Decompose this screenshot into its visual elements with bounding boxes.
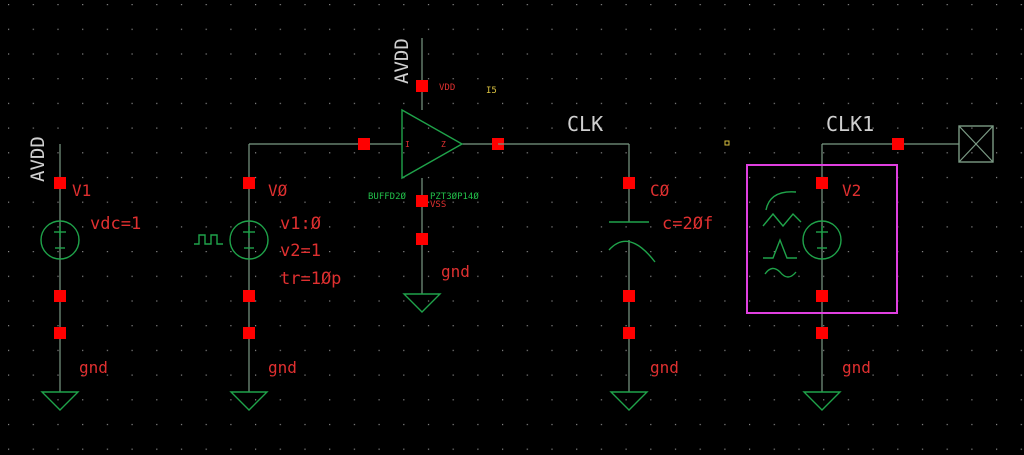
v1-pin-plus[interactable] [54,177,66,189]
v2-source[interactable]: CLK1 V2 gnd [746,112,959,411]
v0-gnd-symbol [229,391,269,411]
origin-marker [724,140,730,146]
clk-net-label: CLK [567,112,603,136]
v0-gnd-label: gnd [268,358,297,377]
c0-gnd-symbol [609,391,649,411]
buffer-cell-name-tail: PZT3ØP14Ø [430,191,479,202]
buffer-vdd-pin-label: VDD [439,83,455,93]
buffer-cell-name: BUFFD2Ø [368,191,407,202]
v1-symbol [40,220,80,260]
v0-param-tr: tr=1Øp [280,269,341,289]
v0-pulse-source[interactable]: VØ v1:Ø v2=1 tr=1Øp gnd [194,143,364,411]
clk1-net-label: CLK1 [826,112,874,136]
c0-param: c=2Øf [662,214,713,234]
output-port-cross-b [958,125,994,163]
buffer-vdd-pin[interactable] [416,80,428,92]
buffer-triangle [401,108,464,180]
output-port[interactable] [958,125,994,163]
sine-waveform-icon [764,267,797,278]
buffer-i5[interactable]: AVDD VDD I5 I Z BUFFD2Ø PZT3ØP14Ø VSS gn… [358,38,504,313]
v2-gnd-label: gnd [842,358,871,377]
v0-param-v2: v2=1 [280,241,321,261]
v1-pin-minus[interactable] [54,290,66,302]
v2-gnd-pin[interactable] [816,327,828,339]
v2-selection-box [746,164,898,314]
buffer-gnd-label: gnd [441,262,470,281]
c0-plate-bottom [608,240,656,263]
buffer-in-pin-label: I [405,140,410,149]
pwl-waveform-icon [763,238,797,259]
v1-gnd-label: gnd [79,358,108,377]
v2-pin-plus[interactable] [816,177,828,189]
output-port-box [958,125,994,163]
clk1-pin[interactable] [892,138,904,150]
v1-avdd-label: AVDD [27,136,49,182]
buffer-vss-pin[interactable] [416,195,428,207]
v1-dc-source[interactable]: AVDD V1 vdc=1 gnd [27,136,141,411]
c0-gnd-label: gnd [650,358,679,377]
v0-param-v1: v1:Ø [280,214,321,234]
v2-pin-minus[interactable] [816,290,828,302]
v0-gnd-pin[interactable] [243,327,255,339]
v2-symbol [802,220,842,260]
c0-name: CØ [650,181,670,200]
buffer-vss-pin-label: VSS [430,200,446,210]
v0-pin-plus[interactable] [243,177,255,189]
capacitor-c0[interactable]: CLK CØ c=2Øf gnd [498,112,713,411]
v0-name: VØ [268,181,288,200]
buffer-gnd-symbol [402,293,442,313]
pulse-waveform-icon [194,234,223,245]
v1-name: V1 [72,181,91,200]
v2-gnd-symbol [802,391,842,411]
c0-pin-top[interactable] [623,177,635,189]
buffer-avdd-label: AVDD [391,38,413,84]
v0-symbol [229,220,269,260]
c0-gnd-pin[interactable] [623,327,635,339]
buffer-out-pin-label: Z [441,140,446,149]
buffer-instance-name: I5 [486,86,497,96]
buffer-in-pin[interactable] [358,138,370,150]
v0-pin-minus[interactable] [243,290,255,302]
v1-gnd-pin[interactable] [54,327,66,339]
buffer-gnd-pin[interactable] [416,233,428,245]
c0-pin-bottom[interactable] [623,290,635,302]
v2-name: V2 [842,181,861,200]
v1-gnd-symbol [40,391,80,411]
v1-param: vdc=1 [90,214,141,234]
exp-waveform-icon [765,191,797,211]
triangle-waveform-icon [762,212,802,228]
